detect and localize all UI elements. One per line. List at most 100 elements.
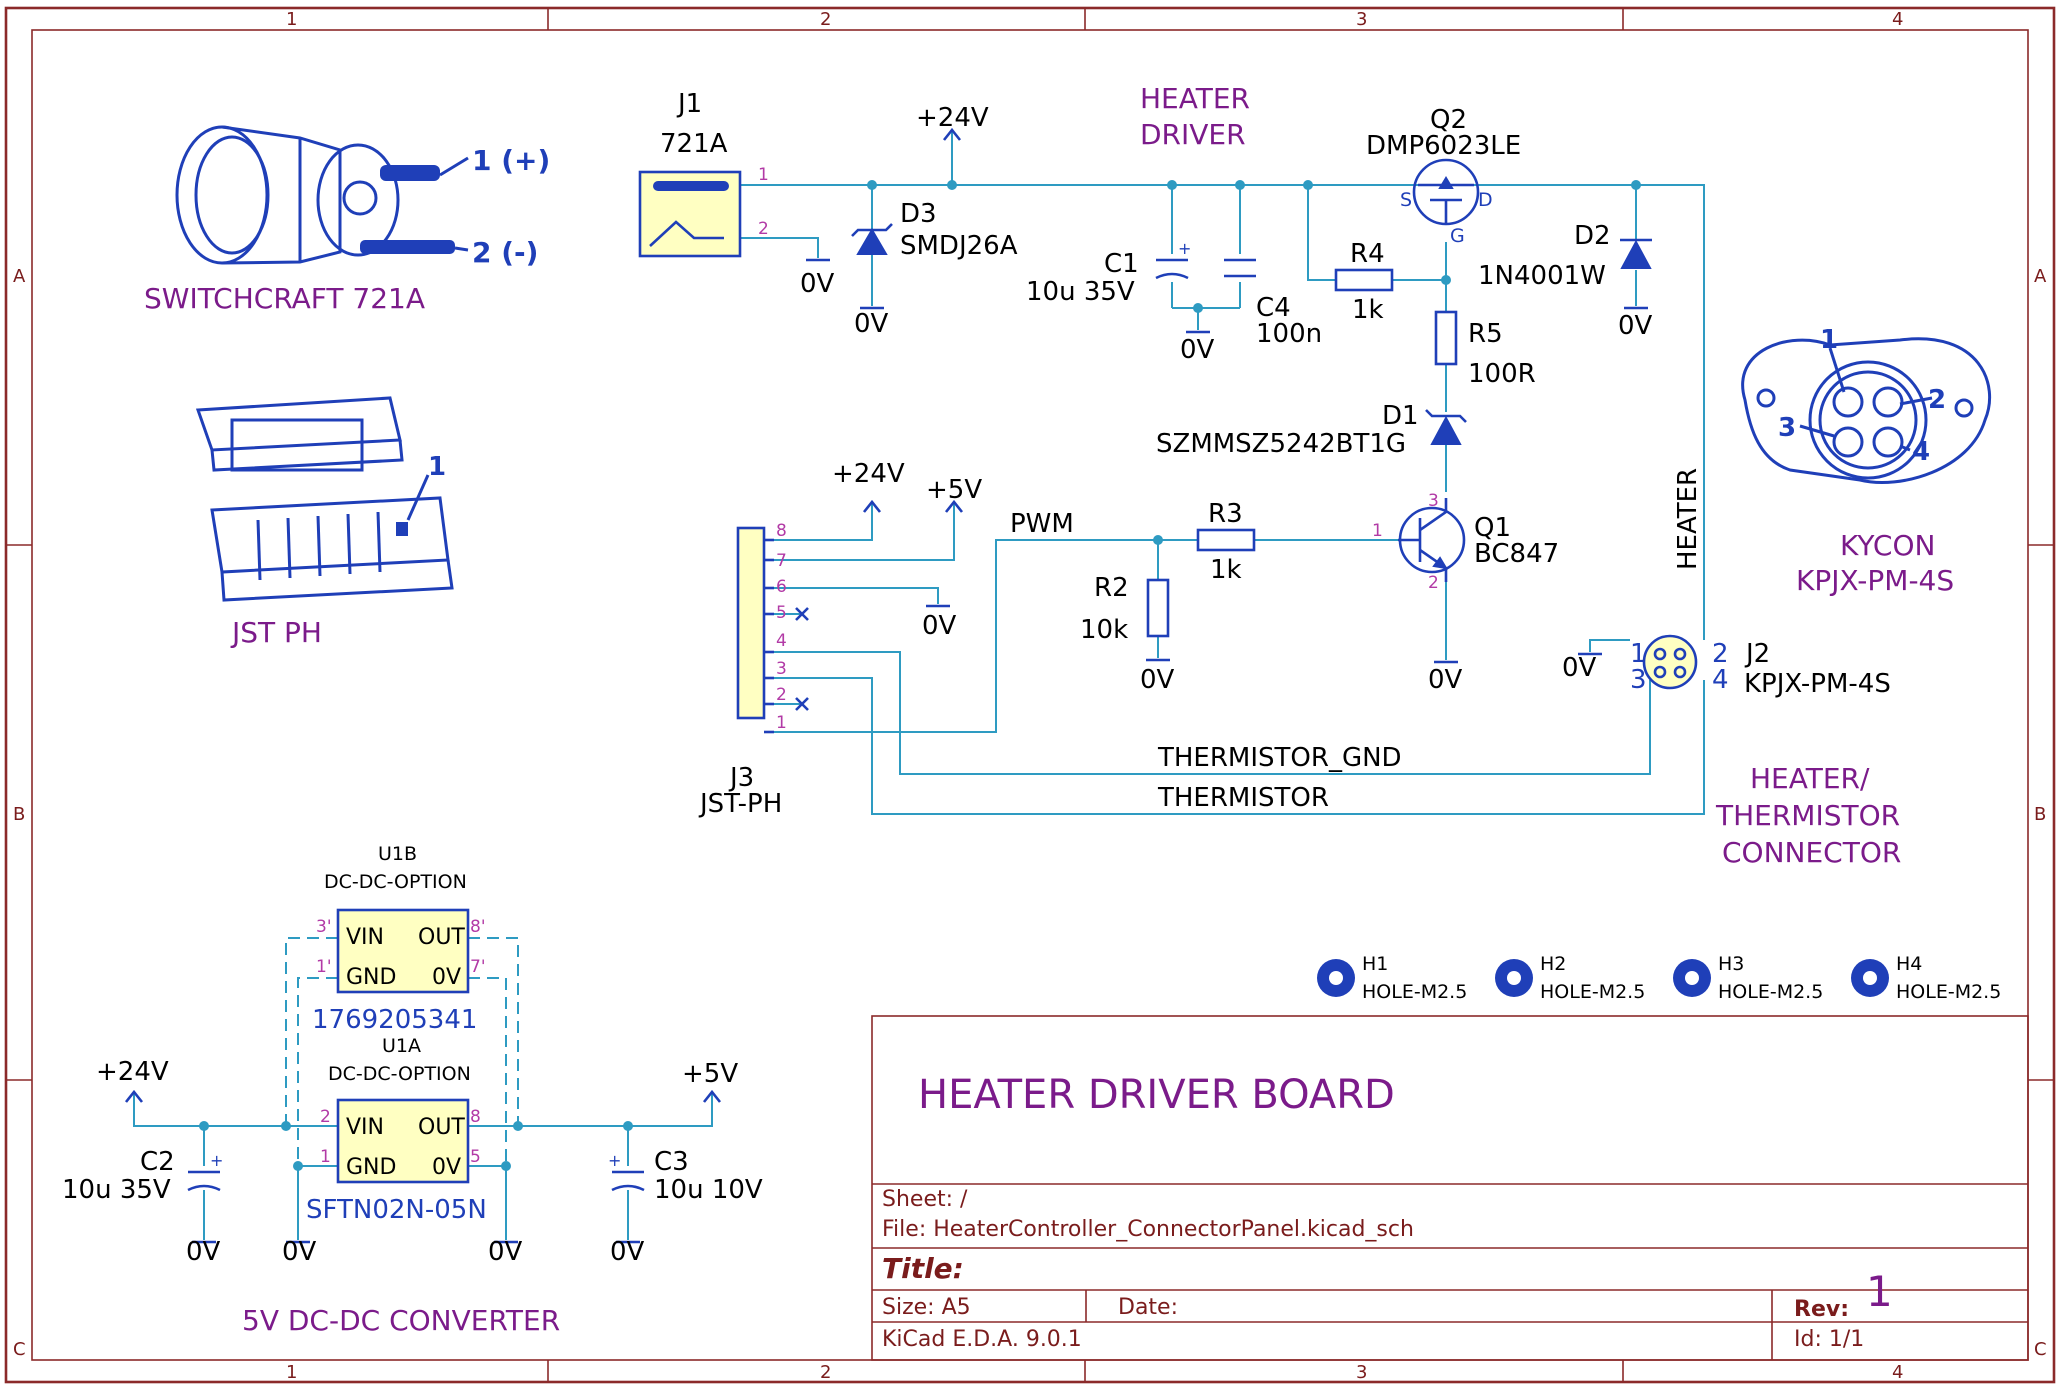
svg-text:+5V: +5V [682,1059,738,1089]
label-kycon-1: KYCON [1840,529,1935,562]
svg-text:0V: 0V [1140,665,1175,695]
svg-text:HOLE-M2.5: HOLE-M2.5 [1362,981,1467,1003]
row-label-a-right: A [2034,266,2047,287]
svg-text:OUT: OUT [418,925,465,950]
svg-text:0V: 0V [488,1237,523,1267]
gnd-j3: 0V [922,604,957,641]
r3-value: 1k [1210,555,1242,585]
j3-value: JST-PH [698,789,782,819]
d2-diode: D2 1N4001W [1478,221,1652,291]
svg-text:0V: 0V [800,269,835,299]
svg-text:HOLE-M2.5: HOLE-M2.5 [1540,981,1645,1003]
c2-ref: C2 [140,1147,175,1177]
r2-resistor: R2 10k [1080,573,1170,645]
svg-text:0V: 0V [282,1237,317,1267]
q2-ref: Q2 [1430,105,1467,135]
gnd-c2: 0V [186,1237,221,1267]
rev-value: 1 [1866,1267,1893,1316]
svg-text:VIN: VIN [346,1115,384,1140]
d2-ref: D2 [1574,221,1611,251]
svg-text:5: 5 [470,1147,481,1167]
svg-text:8': 8' [470,917,486,937]
svg-text:0V: 0V [1180,335,1215,365]
svg-text:+: + [608,1151,621,1170]
svg-text:0V: 0V [1618,311,1653,341]
title-block: HEATER DRIVER BOARD Sheet: / File: Heate… [871,1015,2029,1361]
q1-value: BC847 [1474,539,1559,569]
svg-text:H2: H2 [1540,953,1566,975]
svg-text:G: G [1450,225,1465,247]
label-heater-conn-3: CONNECTOR [1722,836,1901,869]
svg-text:+24V: +24V [96,1057,169,1087]
svg-text:1: 1 [1372,521,1383,541]
col-label-4-bottom: 4 [1892,1362,1903,1383]
j1-dc-jack: J1 721A 1 2 [638,89,769,258]
gnd-u1a-out: 0V [488,1237,523,1267]
svg-text:1: 1 [1630,639,1647,669]
c3-value: 10u 10V [654,1175,763,1205]
col-label-1-bottom: 1 [286,1362,297,1383]
r5-ref: R5 [1468,319,1503,349]
gnd-u1a-in: 0V [282,1237,317,1267]
kycon-pin3-label: 3 [1778,413,1796,443]
svg-text:H4: H4 [1896,953,1922,975]
c3-capacitor: + C3 10u 10V [608,1147,763,1205]
svg-text:D: D [1478,189,1493,211]
d1-zener: D1 SZMMSZ5242BT1G [1156,401,1467,459]
svg-text:2: 2 [1712,639,1729,669]
title-label: Title: [882,1252,964,1285]
row-label-b-right: B [2034,804,2046,825]
kycon-pin2-label: 2 [1928,385,1946,415]
sheet-size: Size: A5 [882,1295,971,1320]
d3-ref: D3 [900,199,937,229]
svg-text:0V: 0V [610,1237,645,1267]
gnd-j1: 0V [800,258,835,299]
dc-jack-pin1-label: 1 (+) [472,144,550,177]
svg-text:0V: 0V [432,965,461,990]
svg-text:0V: 0V [854,309,889,339]
sheet-date: Date: [1118,1295,1178,1320]
label-kycon-2: KPJX-PM-4S [1796,564,1954,597]
c1-capacitor: + C1 10u 35V [1026,239,1191,307]
svg-text:1: 1 [758,165,769,185]
svg-text:GND: GND [346,1155,396,1180]
kycon-pin4-label: 4 [1912,437,1930,467]
j3-ref: J3 [728,763,754,793]
gnd-c1c4: 0V [1180,330,1215,365]
svg-text:S: S [1400,189,1412,211]
sheet-id: Id: 1/1 [1794,1327,1864,1352]
c1-value: 10u 35V [1026,277,1135,307]
svg-text:+24V: +24V [916,103,989,133]
col-label-1: 1 [286,9,297,30]
c4-capacitor: C4 100n [1224,258,1322,349]
d1-ref: D1 [1382,401,1419,431]
r4-resistor: R4 1k [1334,239,1394,325]
r5-value: 100R [1468,359,1536,389]
q2-value: DMP6023LE [1366,131,1521,161]
c1-ref: C1 [1104,249,1139,279]
svg-text:5: 5 [776,603,787,623]
svg-text:2: 2 [758,219,769,239]
net-thermistor-gnd: THERMISTOR_GND [1157,743,1402,773]
svg-text:8: 8 [776,521,787,541]
svg-text:0V: 0V [186,1237,221,1267]
svg-text:+: + [1178,239,1191,258]
gnd-r2: 0V [1140,658,1175,695]
row-label-c: C [13,1339,26,1360]
svg-text:4: 4 [776,631,787,651]
dc-jack-picture: 1 (+) 2 (-) [175,125,550,269]
rev-label: Rev: [1794,1297,1849,1322]
svg-text:1': 1' [316,957,332,977]
u1a-ref: U1A [382,1035,421,1057]
gnd-d3: 0V [854,306,889,339]
junctions [199,180,1641,1171]
d3-value: SMDJ26A [900,231,1018,261]
flag-24v-top: +24V [916,103,989,141]
u1a-part: SFTN02N-05N [306,1195,487,1225]
option-dashes [285,937,519,1166]
row-label-c-right: C [2034,1339,2047,1360]
flag-24v-j3: +24V [832,459,905,513]
svg-text:3: 3 [776,659,787,679]
tool-version: KiCad E.D.A. 9.0.1 [882,1327,1082,1352]
